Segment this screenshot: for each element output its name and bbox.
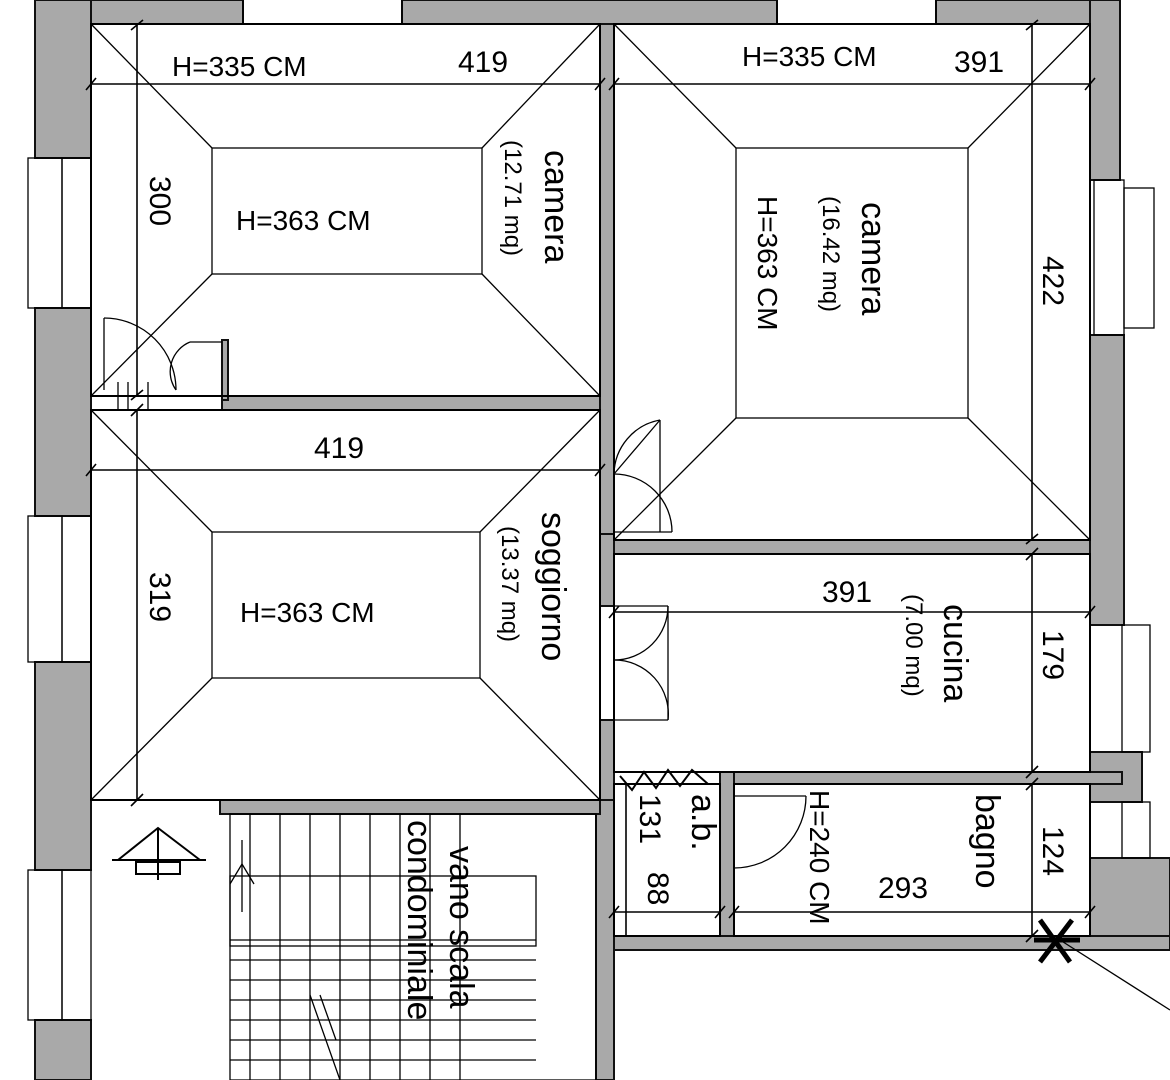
window-left-2 [27,515,63,663]
window-right-1-outer [1123,187,1155,329]
dim-cucina-width: 391 [822,576,872,609]
labels: H=335 CM 419 H=335 CM 391 H=363 CM camer… [143,41,1069,1020]
height-label-top-left: H=335 CM [172,51,307,82]
doors [103,317,807,869]
dim-soggiorno-depth: 319 [143,572,176,622]
room-name-soggiorno: soggiorno [534,512,572,661]
room-name-camera-left: camera [537,150,575,263]
ceiling-camera-left [211,147,483,275]
wall-right-1 [1089,0,1121,181]
wall-center-4 [595,799,615,1080]
outline-ab [613,783,721,937]
room-area-cucina: (7.00 mq) [900,594,927,697]
wall-left-3 [34,661,92,871]
dim-soggiorno-width: 419 [314,432,364,465]
outline-soggiorno [90,409,601,801]
dimension-lines [85,19,1096,943]
window-right-3 [1121,801,1151,859]
dim-bagno-depth: 124 [1036,826,1069,876]
windows [27,0,1155,1021]
height-label-camera-right: H=363 CM [752,196,783,331]
room-area-camera-right: (16.42 mq) [817,196,844,312]
room-name-cucina: cucina [936,604,974,702]
ceiling-camera-right [735,147,969,419]
dim-ab-depth: 131 [633,794,666,844]
dim-cucina-depth: 179 [1036,630,1069,680]
outline-bagno [733,783,1091,937]
wall-left-2 [34,307,92,517]
room-area-camera-left: (12.71 mq) [499,140,526,256]
wall-top-2 [401,0,778,25]
room-area-soggiorno: (13.37 mq) [496,526,523,642]
wall-right-2 [1089,334,1125,626]
height-label-bagno: H=240 CM [804,790,835,925]
height-label-top-right: H=335 CM [742,41,877,72]
room-name-camera-right: camera [854,202,892,315]
ceiling-soggiorno [211,531,481,679]
wall-camera-bottom [221,395,601,411]
room-name-bagno: bagno [968,794,1006,889]
window-right-2 [1121,624,1151,753]
outline-camera-right [613,23,1091,541]
wall-left-1 [34,0,92,159]
wall-bottom [613,935,1170,951]
dim-bagno-width: 293 [878,872,928,905]
outline-cucina [613,553,1091,773]
wall-left-4 [34,1019,92,1080]
electrical-symbol-icon [112,826,206,880]
window-left-1-inner [61,157,92,309]
height-label-soggiorno: H=363 CM [240,597,375,628]
window-right-1 [1093,179,1125,336]
wall-cucina-top [613,539,1091,555]
wall-door-stub [221,339,229,401]
window-left-1 [27,157,63,309]
wall-center-2 [599,533,615,607]
ceiling-lines [90,23,1091,937]
wall-vano-top [219,799,601,815]
height-label-camera-left: H=363 CM [236,205,371,236]
window-left-2-inner [61,515,92,663]
wall-bagno-top [721,771,1123,785]
wall-center-1 [599,23,615,535]
walls [34,0,1170,1080]
entrance-marker-icon [1034,918,1170,1011]
dim-camera-right-depth: 422 [1036,256,1069,306]
dim-top-right: 391 [954,46,1004,79]
outline-camera-left [90,23,601,397]
wall-right-4 [1089,857,1170,945]
window-left-3 [27,869,63,1021]
vano-label-line2: condominiale [400,820,438,1020]
room-name-ab: a.b. [684,794,722,851]
vano-label-line1: vano scala [442,846,480,1009]
window-left-3-inner [61,869,92,1021]
dim-ab-width: 88 [641,872,674,905]
wall-center-3 [599,719,615,801]
staircase [229,813,597,1080]
dim-top-left: 419 [458,46,508,79]
dim-camera-left-depth: 300 [143,176,176,226]
wall-top-3 [935,0,1095,25]
